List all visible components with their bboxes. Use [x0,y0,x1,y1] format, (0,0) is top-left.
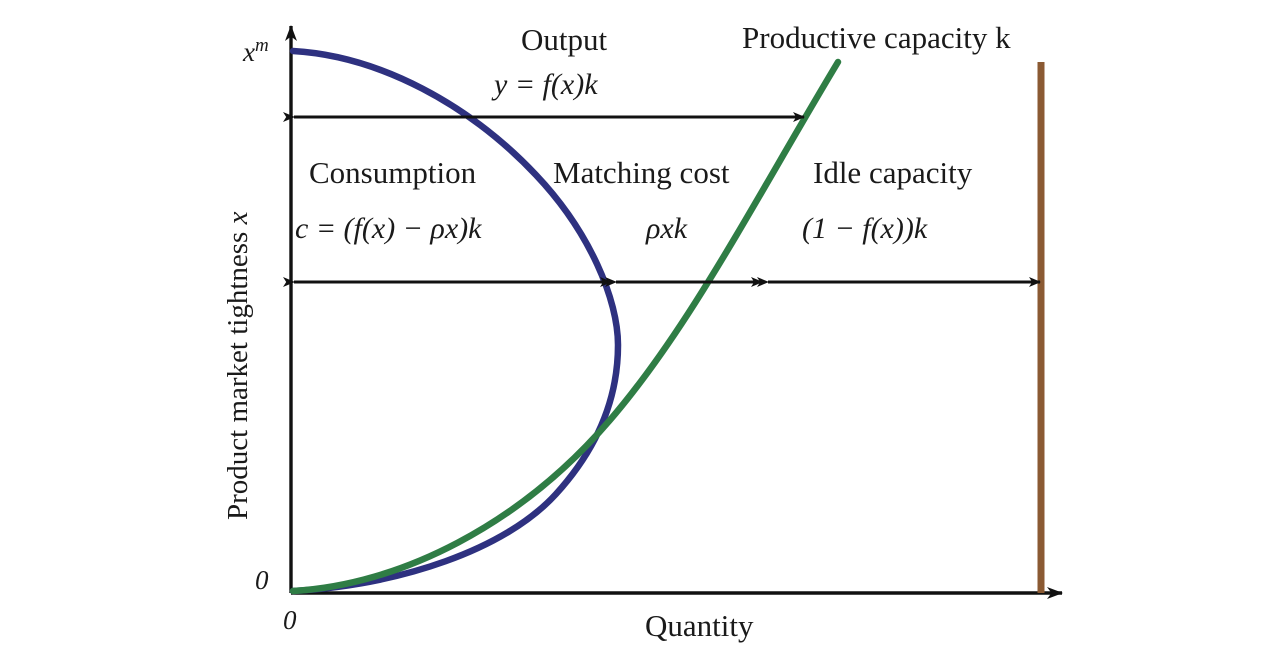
y-tick-xm: xm [243,35,269,68]
output-curve [289,47,622,595]
consumption-label: Consumption [309,155,477,190]
y-tick-xm-base: x [243,37,255,67]
y-tick-xm-superscript: m [254,35,269,56]
y-axis-label: Product market tightness x [222,212,255,520]
idle-capacity-label: Idle capacity [813,155,973,190]
y-axis-label-variable: x [222,211,254,225]
idle-capacity-formula: (1 − f(x))k [802,212,928,245]
y-axis-label-text: Product market tightness [222,231,254,520]
matching-cost-formula: ρxk [646,212,688,245]
output-formula: y = f(x)k [494,68,598,101]
consumption-formula: c = (f(x) − ρx)k [295,212,482,245]
y-tick-zero: 0 [255,565,269,595]
output-label: Output [521,22,608,57]
matching-cost-label: Matching cost [553,155,730,190]
x-axis-label: Quantity [645,608,754,643]
productive-capacity-label: Productive capacity k [742,20,1011,55]
capacity-curve [289,58,842,595]
x-tick-zero: 0 [283,605,297,635]
